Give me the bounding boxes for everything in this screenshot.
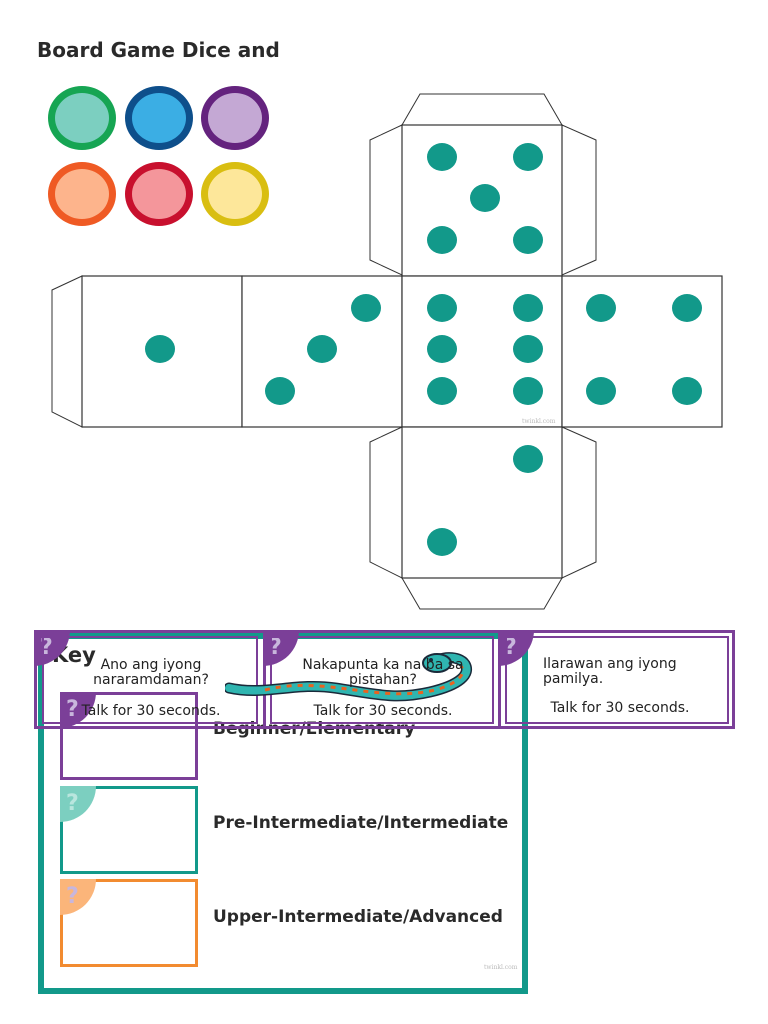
svg-text:?: ?	[66, 791, 79, 816]
card-1-question: Ano ang iyong nararamdaman?	[93, 657, 209, 688]
counter-orange	[48, 162, 116, 226]
die-pip	[513, 143, 543, 171]
card-3-question: Ilarawan ang iyong pamilya.	[543, 656, 677, 687]
page-title: Board Game Dice and	[37, 38, 280, 62]
svg-text:?: ?	[66, 884, 79, 909]
die-pip	[470, 184, 500, 212]
key-card-beginner: ?	[60, 692, 198, 780]
net-watermark-1: twinkl.com	[522, 418, 556, 425]
die-pip	[427, 226, 457, 254]
key-card-advanced: ?	[60, 879, 198, 967]
counter-purple	[201, 86, 269, 150]
question-mark-icon: ?	[263, 630, 305, 668]
card-inner-border	[505, 636, 729, 724]
question-mark-icon: ?	[498, 630, 540, 668]
die-pip	[427, 294, 457, 322]
die-pip	[427, 335, 457, 363]
die-pip	[351, 294, 381, 322]
svg-text:?: ?	[504, 635, 517, 660]
svg-text:?: ?	[269, 635, 282, 660]
card-2-question: Nakapunta ka na ba sa pistahan?	[302, 657, 464, 688]
card-inner-border	[270, 636, 494, 724]
card-3-prompt: Talk for 30 seconds.	[550, 700, 690, 716]
flap-top	[401, 93, 563, 126]
key-card-intermediate: ?	[60, 786, 198, 874]
die-pip	[586, 377, 616, 405]
flap-bottom-right	[561, 426, 597, 579]
question-mark-icon: ?	[60, 692, 102, 730]
question-card-3: ?	[498, 630, 735, 729]
snake-icon	[225, 652, 472, 702]
key-label-advanced: Upper-Intermediate/Advanced	[213, 907, 503, 927]
key-watermark: twinkl.com	[484, 964, 518, 971]
svg-text:?: ?	[66, 697, 79, 722]
die-pip	[586, 294, 616, 322]
die-pip	[513, 335, 543, 363]
counter-red	[125, 162, 193, 226]
flap-bottom-left	[369, 426, 403, 579]
die-pip	[307, 335, 337, 363]
card-2-prompt: Talk for 30 seconds.	[313, 703, 453, 719]
counter-green	[48, 86, 116, 150]
flap-left	[51, 275, 83, 428]
flap-top-left	[369, 124, 403, 276]
counter-yellow	[201, 162, 269, 226]
die-pip	[427, 377, 457, 405]
die-pip	[427, 143, 457, 171]
question-mark-icon: ?	[60, 879, 102, 917]
card-1-prompt: Talk for 30 seconds.	[81, 703, 221, 719]
question-mark-icon: ?	[60, 786, 102, 824]
die-pip	[672, 294, 702, 322]
die-pip	[513, 445, 543, 473]
die-pip	[513, 226, 543, 254]
die-pip	[265, 377, 295, 405]
card-inner-border	[42, 636, 258, 724]
die-pip	[145, 335, 175, 363]
die-pip	[427, 528, 457, 556]
flap-bottom	[401, 577, 563, 610]
counter-blue	[125, 86, 193, 150]
key-label-intermediate: Pre-Intermediate/Intermediate	[213, 813, 509, 833]
flap-top-right	[561, 124, 597, 276]
die-pip	[513, 294, 543, 322]
die-pip	[672, 377, 702, 405]
die-pip	[513, 377, 543, 405]
